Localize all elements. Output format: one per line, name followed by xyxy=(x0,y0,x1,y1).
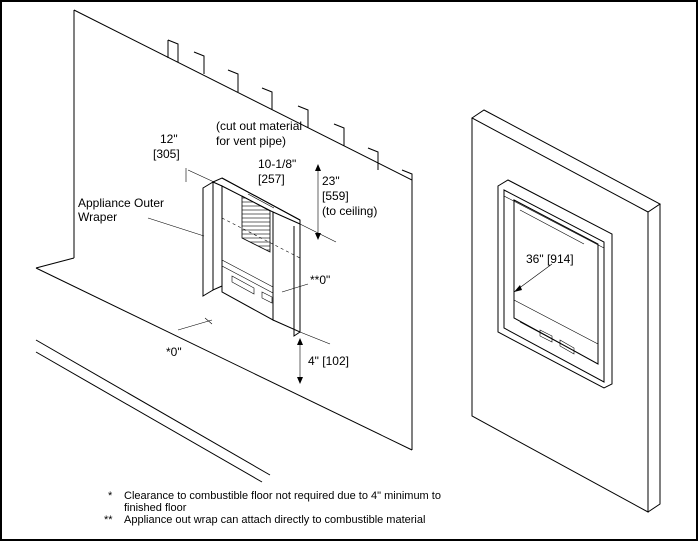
label-width-right: 36" [914] xyxy=(526,252,574,266)
label-floor-clearance-side: *0" xyxy=(166,345,182,359)
cutout-width-line-1: 10-1/8" xyxy=(258,157,296,171)
ceiling-line-3: (to ceiling) xyxy=(322,204,377,218)
side-clearance-line-2: [305] xyxy=(153,147,180,161)
side-clearance-line-1: 12" xyxy=(160,132,178,146)
cutout-line-2: for vent pipe) xyxy=(216,134,286,148)
ceiling-joists xyxy=(167,39,413,180)
cutout-line-1: (cut out material xyxy=(216,119,302,133)
footnotes: * Clearance to combustible floor not req… xyxy=(104,490,441,526)
note-1-mark: * xyxy=(108,490,113,502)
label-back-clearance: **0" xyxy=(310,273,330,287)
ceiling-line-1: 23" xyxy=(322,174,340,188)
note-1-line-1: Clearance to combustible floor not requi… xyxy=(124,490,441,502)
note-1-line-2: finished floor xyxy=(124,502,187,514)
label-ceiling: 23" [559] (to ceiling) xyxy=(322,174,377,218)
label-wrapper: Appliance Outer Wraper xyxy=(78,196,164,224)
label-side-clearance: 12" [305] xyxy=(153,132,180,161)
cutout-width-line-2: [257] xyxy=(258,172,285,186)
ceiling-line-2: [559] xyxy=(322,189,349,203)
left-dimensions xyxy=(147,164,337,384)
note-2-mark: ** xyxy=(104,514,113,526)
label-floor-height: 4" [102] xyxy=(308,354,349,368)
wrapper-line-2: Wraper xyxy=(78,210,117,224)
note-2-line-1: Appliance out wrap can attach directly t… xyxy=(124,514,425,526)
left-appliance xyxy=(202,177,301,337)
right-appliance xyxy=(497,179,613,389)
vent-cutout xyxy=(241,195,271,253)
left-wall xyxy=(73,9,413,450)
label-cutout-width: 10-1/8" [257] xyxy=(258,157,296,186)
wrapper-line-1: Appliance Outer xyxy=(78,196,164,210)
right-wall xyxy=(471,109,661,513)
floor-lines xyxy=(35,257,413,483)
label-cutout: (cut out material for vent pipe) xyxy=(216,119,302,148)
